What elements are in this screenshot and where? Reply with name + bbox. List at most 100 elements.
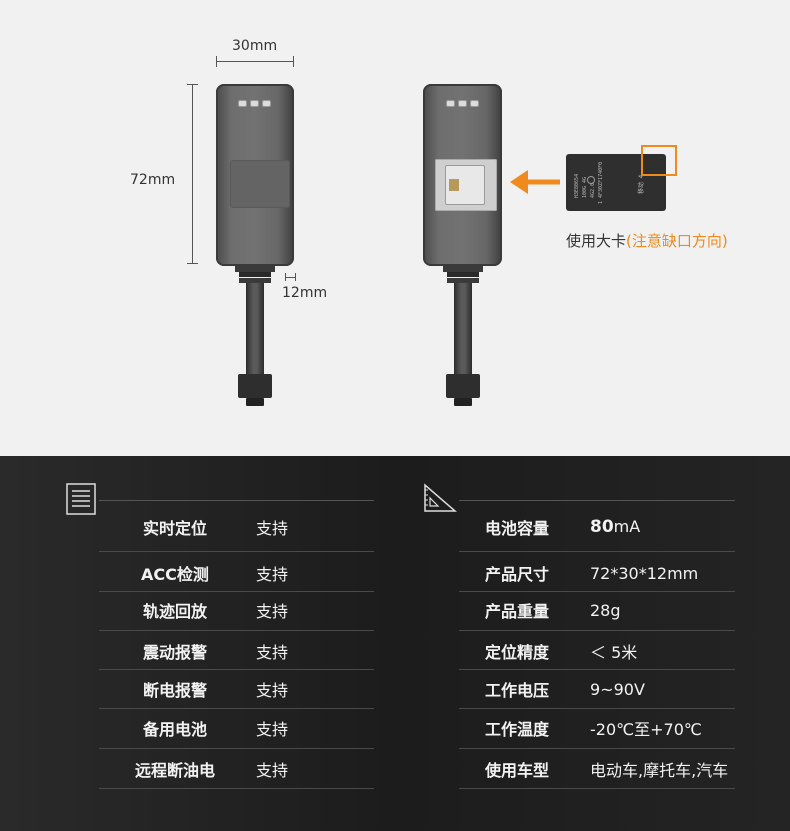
spec-value-bold: 80 [590,517,614,537]
depth-dimension-tick-left [285,273,286,281]
spec-key: 断电报警 [143,681,208,700]
row-divider [459,788,735,789]
ruler-triangle-icon [424,483,457,512]
power-connector [446,374,480,398]
connector-latch [454,398,472,406]
led-indicator [250,100,259,107]
spec-table-section: 实时定位 支持 ACC检测 支持 轨迹回放 支持 震动报警 支持 断电报警 支持… [0,456,790,831]
spec-row: 震动报警 支持 [99,635,374,667]
spec-row: 实时定位 支持 [99,511,374,543]
spec-row: 电池容量 80mA [459,511,735,543]
spec-value: 支持 [256,720,289,739]
spec-row: ACC检测 支持 [99,557,374,589]
width-dimension-line [216,61,294,62]
row-divider [459,708,735,709]
led-indicator [446,100,455,107]
cable-neck [443,266,483,272]
left-header-rule [99,500,374,501]
spec-value: 9~90V [590,679,645,699]
spec-key: 震动报警 [143,643,208,662]
spec-key: ACC检测 [141,565,209,584]
cable-neck [447,272,479,277]
spec-row: 产品重量 28g [459,594,735,626]
gps-tracker-front [216,84,294,266]
sim-card-slot [435,159,497,211]
sim-card-text: 4G2.0 [590,182,596,198]
right-header-rule [459,500,735,501]
row-divider [99,708,374,709]
spec-row: 使用车型 电动车,摩托车,汽车 [459,753,735,785]
cable-neck [447,278,479,283]
spec-row: 断电报警 支持 [99,673,374,705]
spec-row: 定位精度 ＜ 5米 [459,635,735,667]
sim-card: H3E80654 100G 4G 4G2.0 1 4F30ZF1740F0 移动… [566,154,666,211]
spec-row: 远程断油电 支持 [99,753,374,785]
sim-card-text: 移动 4 [638,174,645,194]
spec-value: 电动车,摩托车,汽车 [590,761,729,780]
led-indicator [238,100,247,107]
product-diagram-section: 30mm 72mm 12mm [130,38,728,406]
spec-key: 定位精度 [485,643,550,662]
row-divider [99,591,374,592]
sim-card-text: H3E80654 [574,173,580,198]
sim-caption-prefix: 使用大卡 [566,232,627,250]
row-divider [99,788,374,789]
spec-value: 支持 [256,565,289,584]
spec-key: 实时定位 [143,519,208,538]
row-divider [459,669,735,670]
cable-neck [239,272,271,277]
spec-value: ＜ 5米 [590,643,638,662]
power-connector [238,374,272,398]
sim-caption: 使用大卡(注意缺口方向) [566,230,728,251]
spec-row: 工作电压 9~90V [459,673,735,705]
spec-value: 支持 [256,519,289,538]
row-divider [459,551,735,552]
row-divider [459,630,735,631]
sim-caption-highlight: (注意缺口方向) [626,232,728,250]
connector-latch [246,398,264,406]
height-dimension-line [192,84,193,264]
spec-value: 支持 [256,761,289,780]
spec-value-rest: mA [613,517,641,536]
spec-value: 支持 [256,643,289,662]
sim-card-text: 1 4F30ZF1740F0 [598,161,604,204]
spec-key: 产品尺寸 [485,565,550,584]
depth-dimension-label: 12mm [282,285,328,301]
height-dimension-tick-top [187,84,198,85]
row-divider [99,630,374,631]
sim-notch-highlight [641,145,677,176]
list-icon [66,483,96,515]
width-dimension-tick-left [216,56,217,67]
spec-row: 备用电池 支持 [99,712,374,744]
spec-row: 产品尺寸 72*30*12mm [459,557,735,589]
spec-value: -20℃至+70℃ [590,720,702,739]
spec-value: 72*30*12mm [590,563,699,583]
row-divider [99,551,374,552]
arrow-left-icon [510,170,560,194]
height-dimension-label: 72mm [130,172,176,188]
width-dimension-tick-right [293,56,294,67]
led-indicator [458,100,467,107]
width-dimension-label: 30mm [232,38,278,54]
cable-neck [235,266,275,272]
spec-row: 工作温度 -20℃至+70℃ [459,712,735,744]
spec-key: 远程断油电 [135,761,216,780]
spec-value: 80mA [590,517,640,537]
spec-key: 产品重量 [485,602,550,621]
cable-neck [239,278,271,283]
row-divider [99,669,374,670]
led-indicator [470,100,479,107]
height-dimension-tick-bottom [187,263,198,264]
row-divider [459,748,735,749]
front-panel [230,160,290,208]
spec-row: 轨迹回放 支持 [99,594,374,626]
power-cable [246,283,264,375]
spec-value: 28g [590,600,621,620]
spec-key: 工作温度 [485,720,550,739]
depth-dimension-tick-right [295,273,296,281]
spec-key: 备用电池 [143,720,208,739]
led-indicator [262,100,271,107]
spec-key: 使用车型 [485,761,550,780]
row-divider [459,591,735,592]
spec-key: 电池容量 [485,519,550,538]
